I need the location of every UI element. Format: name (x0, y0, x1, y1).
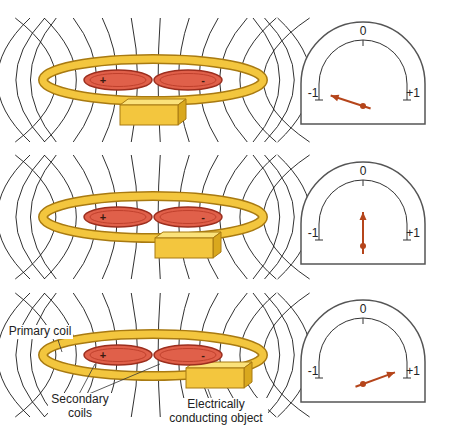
coil-ellipse (84, 207, 152, 227)
object-side (178, 99, 186, 125)
primary-coil (43, 196, 263, 238)
meter-scale (319, 318, 407, 378)
needle-pivot (360, 381, 366, 387)
polarity-sign: - (201, 75, 205, 86)
scale-label: 0 (360, 165, 367, 179)
coil-shape (153, 69, 223, 91)
meter-face (301, 300, 425, 402)
coil-ellipse (154, 345, 222, 365)
object-top (120, 99, 186, 105)
scale-label: -1 (308, 365, 319, 379)
coil-ellipse (84, 70, 152, 90)
needle-pivot (360, 243, 366, 249)
secondary-coil: - (153, 69, 223, 91)
scale-label: +1 (406, 227, 420, 241)
secondary-coil: + (83, 206, 153, 228)
field-lines (0, 18, 311, 142)
scale-label: +1 (406, 365, 420, 379)
meter-face (301, 22, 425, 124)
secondary-coil: + (83, 344, 153, 366)
coil-shape (83, 344, 153, 366)
needle-head (331, 95, 340, 102)
needle-pivot (360, 103, 366, 109)
field-line (0, 18, 30, 142)
scale-label: -1 (308, 87, 319, 101)
coil-winding (90, 74, 146, 87)
conducting-object (155, 238, 213, 258)
field-line (15, 155, 56, 279)
secondary-coil: - (153, 344, 223, 366)
field-line (219, 155, 247, 279)
secondary-coil: - (153, 206, 223, 228)
callout-label: Electrically conducting object (164, 398, 268, 426)
object-side (213, 232, 221, 258)
coil-ellipse (154, 207, 222, 227)
field-line (265, 155, 295, 279)
scale-tick (363, 180, 364, 186)
coil-winding (160, 74, 216, 87)
polarity-sign: + (100, 212, 106, 223)
primary-coil-outline (43, 59, 263, 101)
scale-tick (363, 40, 364, 46)
meter-needle (331, 95, 371, 108)
scale-tick (363, 318, 364, 324)
field-line (15, 18, 56, 142)
field-line (265, 18, 295, 142)
object-top (155, 232, 221, 238)
field-line (219, 18, 247, 142)
polarity-sign: + (100, 75, 106, 86)
coil-shape (153, 344, 223, 366)
primary-coil-outline (43, 196, 263, 238)
conducting-object (120, 105, 178, 125)
coil-winding (90, 211, 146, 224)
field-line (44, 18, 76, 142)
needle-head (360, 212, 367, 220)
meter-face (301, 162, 425, 264)
coil-winding (90, 349, 146, 362)
coil-shape (83, 206, 153, 228)
field-lines (0, 155, 311, 279)
meter-scale (319, 40, 407, 100)
meter-needle (355, 372, 394, 386)
callout-label: Primary coil (7, 325, 74, 339)
primary-coil (43, 59, 263, 101)
coil-winding (160, 349, 216, 362)
object-side (244, 362, 252, 388)
needle-head (386, 372, 395, 379)
coil-ellipse (84, 345, 152, 365)
scale-label: 0 (360, 303, 367, 317)
polarity-sign: - (201, 212, 205, 223)
callout-label: Secondary coils (48, 393, 112, 421)
polarity-sign: - (201, 350, 205, 361)
scale-label: +1 (406, 87, 420, 101)
field-line (265, 293, 295, 417)
field-line (44, 155, 76, 279)
field-line (0, 293, 30, 417)
field-line (0, 155, 30, 279)
scale-label: 0 (360, 25, 367, 39)
polarity-sign: + (100, 350, 106, 361)
coil-ellipse (154, 70, 222, 90)
coil-winding (160, 211, 216, 224)
conducting-object (186, 368, 244, 388)
coil-shape (153, 206, 223, 228)
scale-label: -1 (308, 227, 319, 241)
secondary-coil: + (83, 69, 153, 91)
coil-shape (83, 69, 153, 91)
